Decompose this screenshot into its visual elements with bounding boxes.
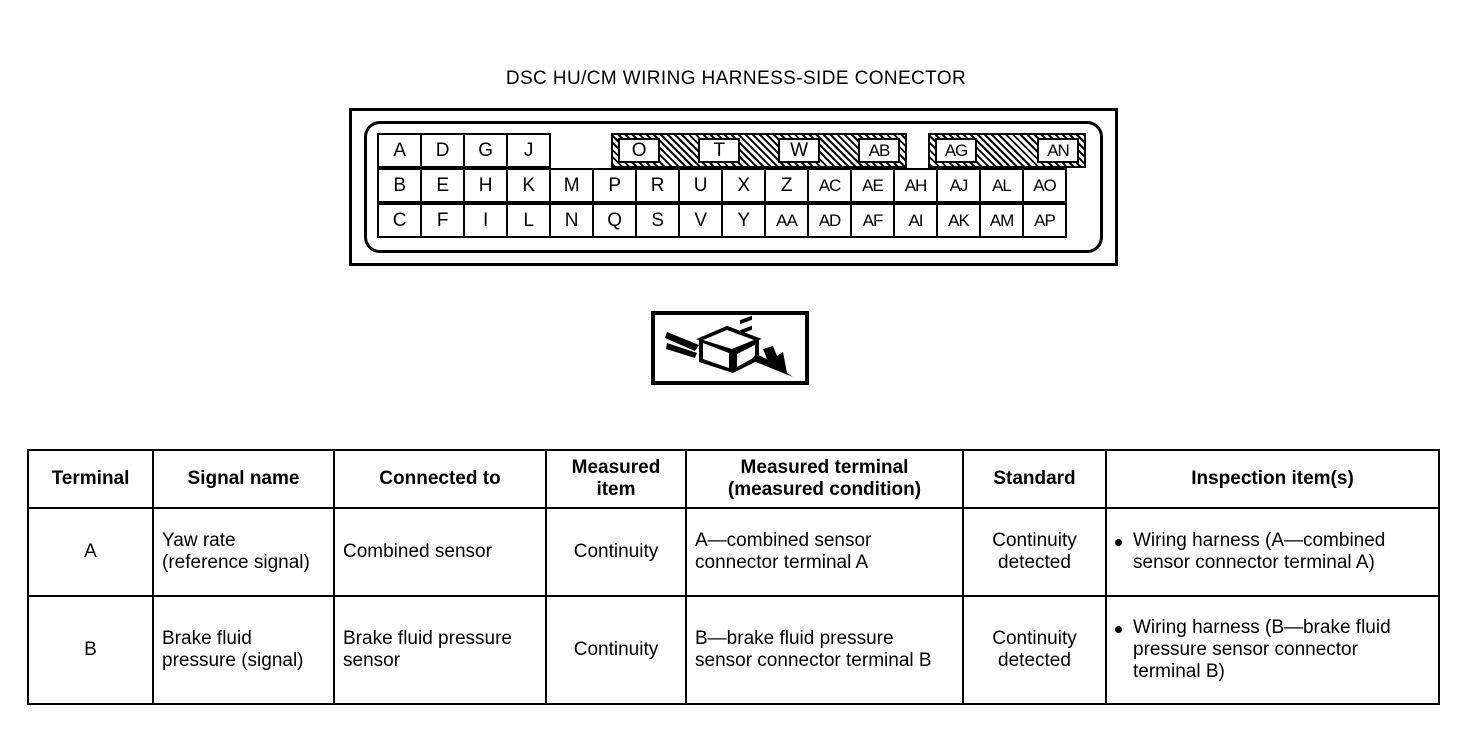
cell-measured-terminal: A—combined sensor connector terminal A bbox=[685, 507, 964, 597]
pin-cell-l: L bbox=[506, 203, 551, 238]
pin-cell-k: K bbox=[506, 168, 551, 203]
connector-illustration-box bbox=[651, 311, 809, 385]
hatched-pin-band-2: AG AN bbox=[928, 133, 1086, 168]
column-header-standard: Standard bbox=[962, 449, 1107, 509]
pin-cell-o: O bbox=[618, 138, 660, 163]
column-header-signal-name: Signal name bbox=[152, 449, 335, 509]
inspection-list-item: Wiring harness (A—combined sensor connec… bbox=[1115, 530, 1430, 574]
pin-cell-g: G bbox=[463, 133, 508, 168]
pin-cell-f: F bbox=[420, 203, 465, 238]
pin-cell-ae: AE bbox=[850, 168, 895, 203]
cell-inspection-item: Wiring harness (A—combined sensor connec… bbox=[1105, 507, 1440, 597]
connector-illustration-icon bbox=[665, 315, 793, 377]
cell-connected-to: Brake fluid pressure sensor bbox=[333, 595, 547, 705]
cell-measured-terminal: B—brake fluid pressure sensor connector … bbox=[685, 595, 964, 705]
pin-cell-al: AL bbox=[979, 168, 1024, 203]
column-header-measured-terminal: Measured terminal (measured condition) bbox=[685, 449, 964, 509]
pin-cell-u: U bbox=[678, 168, 723, 203]
bullet-icon bbox=[1115, 625, 1122, 633]
pin-row-top: A D G J bbox=[377, 133, 551, 168]
column-header-connected-to: Connected to bbox=[333, 449, 547, 509]
pin-cell-w: W bbox=[778, 138, 820, 163]
pin-cell-j: J bbox=[506, 133, 551, 168]
pin-cell-ah: AH bbox=[893, 168, 938, 203]
pin-cell-v: V bbox=[678, 203, 723, 238]
cell-signal-name: Yaw rate (reference signal) bbox=[152, 507, 335, 597]
cell-signal-name: Brake fluid pressure (signal) bbox=[152, 595, 335, 705]
terminal-inspection-table: Terminal Signal name Connected to Measur… bbox=[27, 449, 1440, 705]
pin-cell-z: Z bbox=[764, 168, 809, 203]
pin-cell-ag: AG bbox=[935, 138, 977, 163]
pin-cell-d: D bbox=[420, 133, 465, 168]
hatch-gap bbox=[740, 138, 778, 163]
connector-housing-outline bbox=[364, 121, 1103, 253]
measured-terminal-line2: (measured condition) bbox=[727, 479, 922, 500]
pin-cell-ab: AB bbox=[858, 138, 900, 163]
inspection-list-item: Wiring harness (B—brake fluid pressure s… bbox=[1115, 617, 1430, 684]
table-row: B Brake fluid pressure (signal) Brake fl… bbox=[27, 595, 1440, 705]
pin-cell-aa: AA bbox=[764, 203, 809, 238]
pin-cell-ak: AK bbox=[936, 203, 981, 238]
column-header-terminal: Terminal bbox=[27, 449, 154, 509]
pin-cell-ad: AD bbox=[807, 203, 852, 238]
pin-cell-ac: AC bbox=[807, 168, 852, 203]
measured-terminal-line1: Measured terminal bbox=[740, 456, 909, 478]
bullet-icon bbox=[1115, 538, 1122, 546]
cell-inspection-item: Wiring harness (B—brake fluid pressure s… bbox=[1105, 595, 1440, 705]
pin-cell-t: T bbox=[698, 138, 740, 163]
pin-cell-e: E bbox=[420, 168, 465, 203]
pin-cell-ao: AO bbox=[1022, 168, 1067, 203]
pin-cell-b: B bbox=[377, 168, 422, 203]
pin-cell-y: Y bbox=[721, 203, 766, 238]
table-row: A Yaw rate (reference signal) Combined s… bbox=[27, 507, 1440, 597]
pin-cell-a: A bbox=[377, 133, 422, 168]
pin-cell-ai: AI bbox=[893, 203, 938, 238]
cell-connected-to: Combined sensor bbox=[333, 507, 547, 597]
cell-standard: Continuity detected bbox=[962, 507, 1107, 597]
pin-cell-af: AF bbox=[850, 203, 895, 238]
pin-cell-r: R bbox=[635, 168, 680, 203]
pin-cell-c: C bbox=[377, 203, 422, 238]
cell-terminal: A bbox=[27, 507, 154, 597]
connector-diagram-title: DSC HU/CM WIRING HARNESS-SIDE CONECTOR bbox=[505, 68, 967, 89]
hatch-gap bbox=[660, 138, 698, 163]
pin-cell-i: I bbox=[463, 203, 508, 238]
pin-cell-x: X bbox=[721, 168, 766, 203]
pin-cell-ap: AP bbox=[1022, 203, 1067, 238]
cell-standard: Continuity detected bbox=[962, 595, 1107, 705]
measured-item-line2: item bbox=[596, 479, 636, 500]
pin-cell-m: M bbox=[549, 168, 594, 203]
cell-terminal: B bbox=[27, 595, 154, 705]
cell-measured-item: Continuity bbox=[545, 507, 687, 597]
pin-cell-q: Q bbox=[592, 203, 637, 238]
pin-cell-s: S bbox=[635, 203, 680, 238]
hatch-gap bbox=[977, 138, 1037, 163]
column-header-measured-item: Measured item bbox=[545, 449, 687, 509]
pin-cell-p: P bbox=[592, 168, 637, 203]
inspection-item-text: Wiring harness (A—combined sensor connec… bbox=[1133, 529, 1386, 573]
inspection-item-text: Wiring harness (B—brake fluid pressure s… bbox=[1133, 616, 1391, 683]
measured-item-line1: Measured bbox=[571, 456, 661, 478]
hatched-pin-band-1: O T W AB bbox=[611, 133, 907, 168]
pin-cell-aj: AJ bbox=[936, 168, 981, 203]
table-header-row: Terminal Signal name Connected to Measur… bbox=[27, 449, 1440, 509]
pin-cell-n: N bbox=[549, 203, 594, 238]
column-header-inspection-items: Inspection item(s) bbox=[1105, 449, 1440, 509]
hatch-gap bbox=[820, 138, 858, 163]
pin-cell-am: AM bbox=[979, 203, 1024, 238]
pin-cell-an: AN bbox=[1037, 138, 1079, 163]
pin-cell-h: H bbox=[463, 168, 508, 203]
cell-measured-item: Continuity bbox=[545, 595, 687, 705]
